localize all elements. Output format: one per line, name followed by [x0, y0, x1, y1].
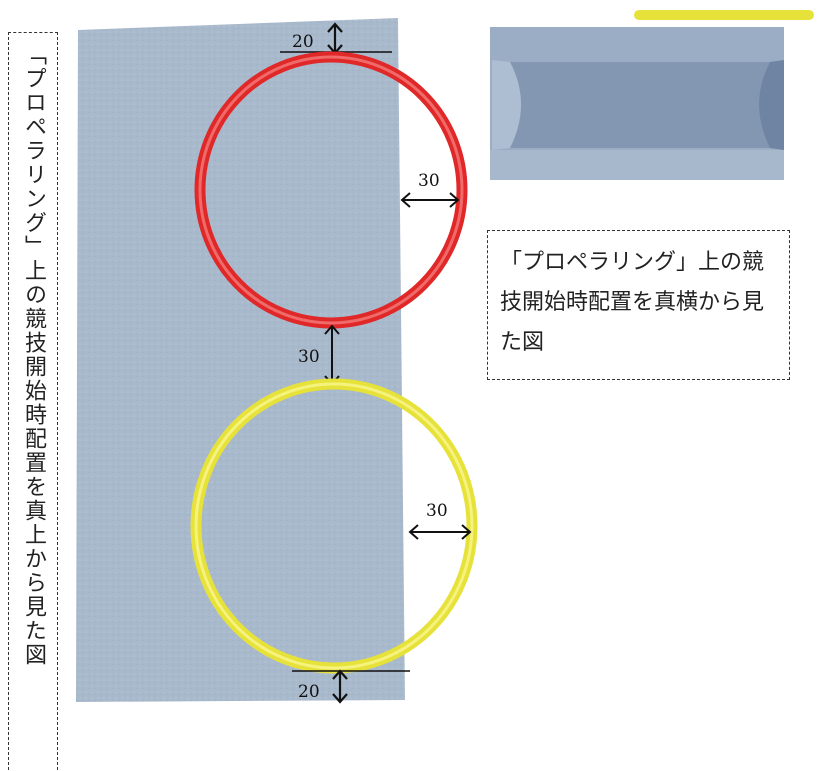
foam-block [76, 18, 405, 702]
side-view-groove-shadow [759, 60, 784, 150]
red-side-gap-label: 30 [418, 171, 440, 191]
bottom-dim-arrowhead-up [332, 669, 348, 680]
bottom-gap-label: 20 [298, 682, 320, 702]
top-gap-label: 20 [292, 32, 314, 52]
yellow-side-gap-label: 30 [426, 501, 448, 521]
red-side-arrowhead-right [449, 192, 460, 208]
side-view-diagram [490, 10, 814, 180]
side-view-caption: 「プロペラリング」上の競技開始時配置を真横から見た図 [500, 250, 765, 355]
yellow-side-arrowhead-right [461, 524, 472, 540]
side-view-caption-box: 「プロペラリング」上の競技開始時配置を真横から見た図 [487, 230, 790, 380]
top-dim-arrowhead-up [327, 22, 343, 33]
side-view-groove-left [492, 60, 521, 150]
side-view-ring-edge [634, 10, 814, 20]
ring-gap-arrowhead-up [324, 324, 340, 335]
top-view-caption: 「プロペラリング」上の競技開始時配置を真上から見た図 [21, 43, 46, 667]
bottom-dim-arrowhead-down [332, 693, 348, 704]
ring-gap-label: 30 [298, 347, 320, 367]
side-view-base [490, 150, 784, 180]
red-side-arrowhead-left [400, 192, 411, 208]
red-ring-highlight [198, 55, 464, 325]
yellow-ring-highlight [194, 382, 474, 670]
yellow-side-arrowhead-left [408, 524, 419, 540]
side-view-groove [510, 62, 770, 148]
top-view-caption-box: 「プロペラリング」上の競技開始時配置を真上から見た図 [8, 32, 58, 770]
